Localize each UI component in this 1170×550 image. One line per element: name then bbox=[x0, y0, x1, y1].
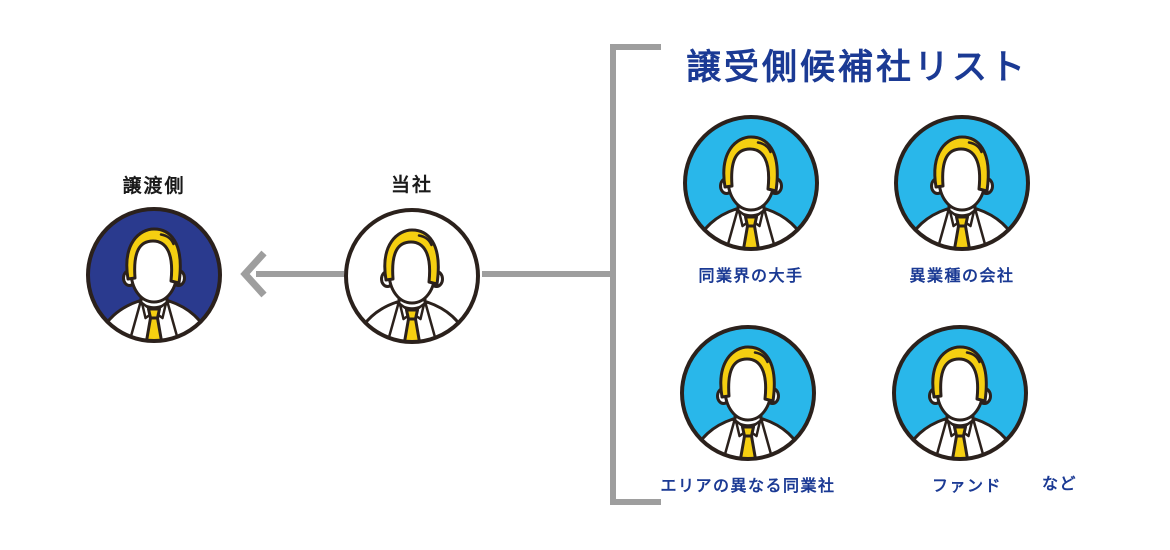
our-company-avatar person-icon bbox=[342, 206, 482, 346]
candidate-avatar person-icon bbox=[892, 113, 1032, 253]
transferor-label: 譲渡側 bbox=[122, 176, 186, 197]
candidate-label: ファンド bbox=[931, 478, 1003, 495]
candidate-item: ファンド bbox=[890, 323, 1030, 495]
transferor-avatar person-icon bbox=[84, 205, 224, 345]
candidates-title: 譲受側候補社リスト bbox=[686, 48, 1029, 87]
our-company-label: 当社 bbox=[390, 175, 434, 196]
candidate-label: 異業種の会社 bbox=[909, 268, 1015, 285]
candidate-label: エリアの異なる同業社 bbox=[660, 478, 836, 495]
candidate-suffix-label: など bbox=[1042, 476, 1078, 493]
candidate-avatar person-icon bbox=[681, 113, 821, 253]
candidate-item: エリアの異なる同業社 bbox=[660, 323, 834, 495]
candidate-item: 異業種の会社 bbox=[892, 113, 1032, 285]
candidate-avatar person-icon bbox=[890, 323, 1030, 463]
candidates-bracket bbox=[610, 44, 661, 505]
candidate-avatar person-icon bbox=[678, 323, 818, 463]
arrow-left-icon bbox=[240, 250, 267, 298]
candidate-item: 同業界の大手 bbox=[681, 113, 821, 285]
candidate-label: 同業界の大手 bbox=[698, 268, 804, 285]
